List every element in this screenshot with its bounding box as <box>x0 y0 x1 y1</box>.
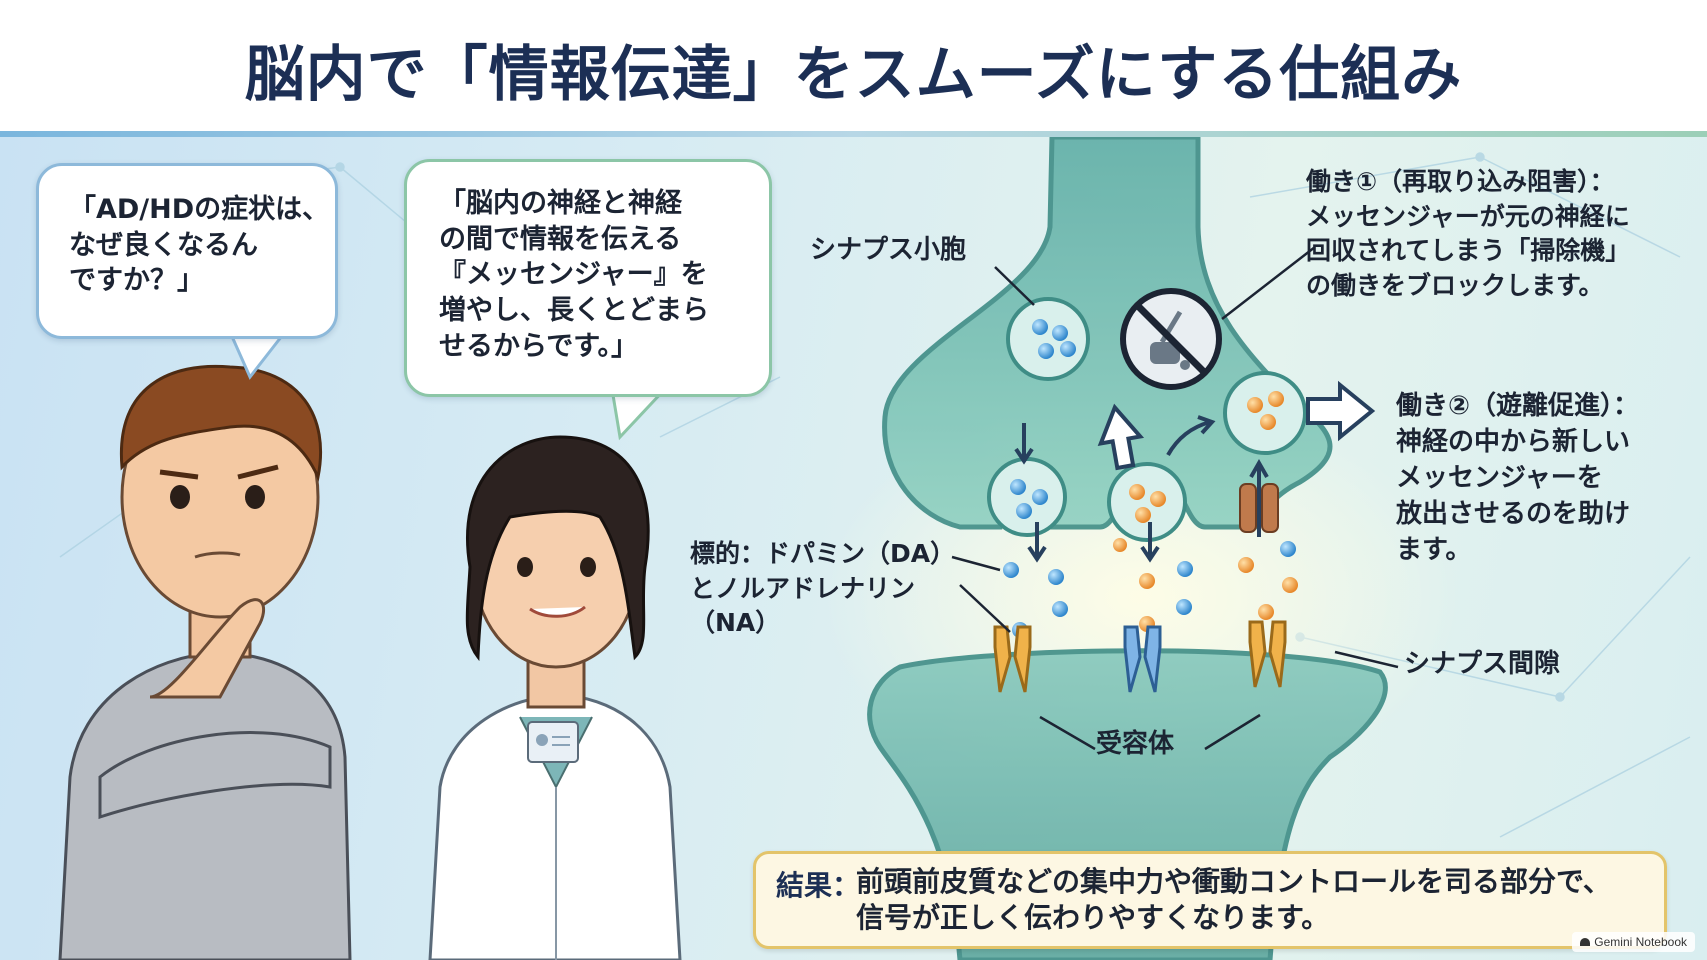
page-title: 脳内で「情報伝達」をスムーズにする仕組み <box>244 39 1463 110</box>
gemini-icon <box>1580 938 1591 946</box>
vacuum-blocked-icon <box>1120 288 1222 390</box>
divider <box>0 131 1707 137</box>
label-synaptic-vesicle: シナプス小胞 <box>810 235 967 265</box>
patient-bubble-tail <box>228 331 287 380</box>
patient-question: 「AD/HDの症状は、 なぜ良くなるん ですか？」 <box>69 194 330 297</box>
arrow-icon <box>1014 415 1216 465</box>
right-arrow <box>1306 380 1376 442</box>
label-target: 標的：ドパミン（DA） とノルアドレナリン （NA） <box>690 539 956 637</box>
result-label: 結果： <box>776 869 861 902</box>
label-action-1: 働き①（再取り込み阻害）： メッセンジャーが元の神経に 回収されてしまう「掃除機… <box>1306 167 1631 300</box>
patient-figure <box>58 364 352 960</box>
patient-speech-bubble: 「AD/HDの症状は、 なぜ良くなるん ですか？」 <box>36 163 338 339</box>
doctor-bubble-tail <box>610 387 667 441</box>
label-synaptic-cleft: シナプス間隙 <box>1404 649 1561 679</box>
doctor-answer: 「脳内の神経と神経 の間で情報を伝える 『メッセンジャー』を 増やし、長くとどま… <box>439 188 709 362</box>
vesicle-contents <box>1010 319 1284 523</box>
up-arrow <box>1097 403 1145 471</box>
doctor-speech-bubble: 「脳内の神経と神経 の間で情報を伝える 『メッセンジャー』を 増やし、長くとどま… <box>404 159 772 397</box>
id-badge-icon <box>527 721 579 763</box>
illustration-area: 「AD/HDの症状は、 なぜ良くなるん ですか？」 「脳内の神経と神経 の間で情… <box>0 137 1707 960</box>
label-receptor: 受容体 <box>1096 729 1175 759</box>
watermark: Gemini Notebook <box>1572 932 1695 952</box>
label-action-2: 働き②（遊離促進）： 神経の中から新しい メッセンジャーを 放出させるのを助け … <box>1396 391 1640 565</box>
transporter <box>1239 458 1279 537</box>
doctor-figure <box>428 435 682 960</box>
receptor <box>993 620 1287 693</box>
result-text: 前頭前皮質などの集中力や衝動コントロールを司る部分で、 信号が正しく伝わりやすく… <box>856 865 1611 935</box>
header: 脳内で「情報伝達」をスムーズにする仕組み <box>0 0 1707 132</box>
vesicle <box>987 297 1307 542</box>
watermark-text: Gemini Notebook <box>1594 935 1687 949</box>
result-box: 結果： 前頭前皮質などの集中力や衝動コントロールを司る部分で、 信号が正しく伝わ… <box>753 851 1667 949</box>
